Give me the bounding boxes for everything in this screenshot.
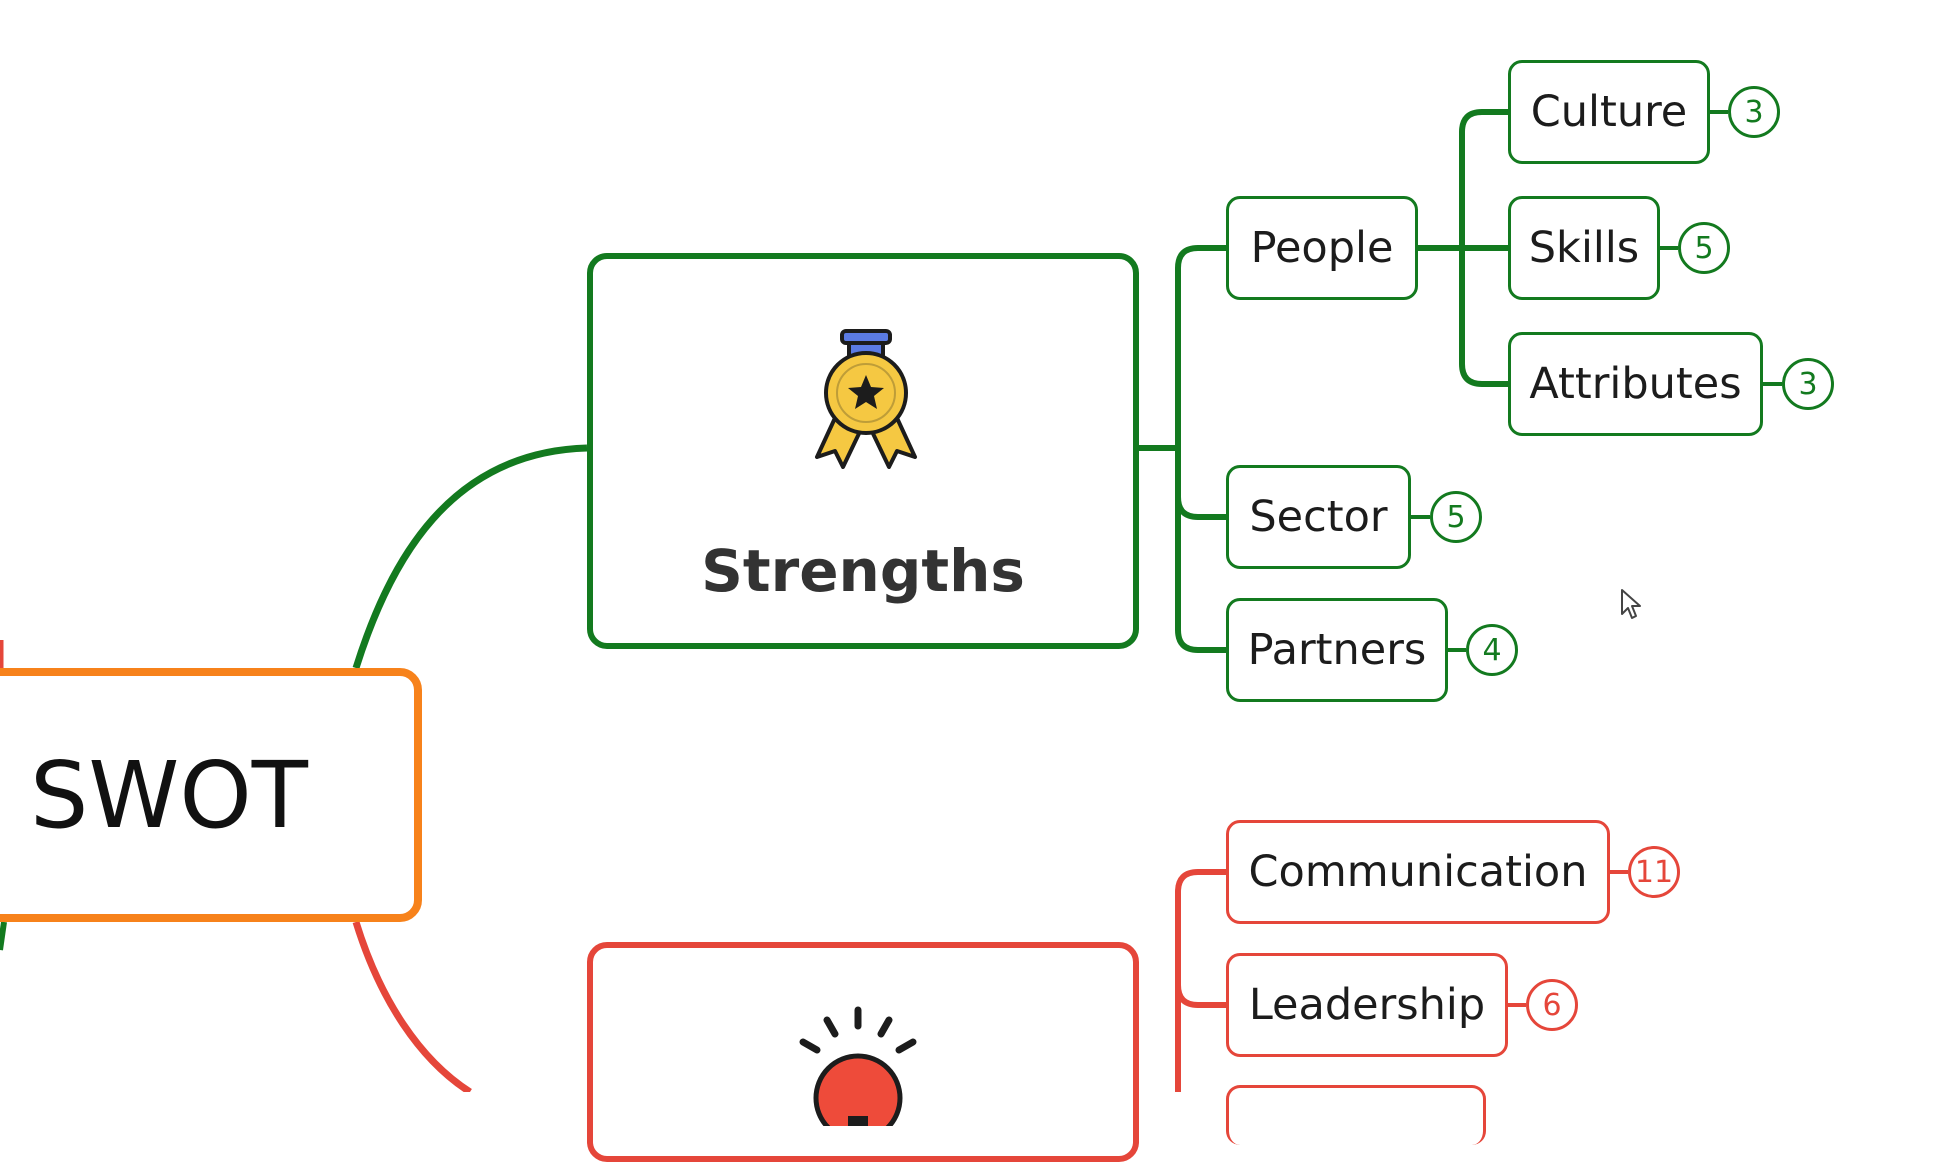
badge-count: 3 bbox=[1744, 94, 1764, 130]
connector-root-edge-bottom bbox=[0, 921, 7, 951]
collapsed-count-badge[interactable]: 4 bbox=[1466, 624, 1518, 676]
badge-count: 3 bbox=[1798, 366, 1818, 402]
mouse-cursor-icon bbox=[1621, 589, 1641, 619]
topic-sector[interactable]: Sector bbox=[1226, 465, 1411, 569]
collapsed-count-badge[interactable]: 3 bbox=[1782, 358, 1834, 410]
award-medal-icon bbox=[815, 329, 917, 469]
topic-label: Sector bbox=[1249, 492, 1388, 542]
topic-label: Leadership bbox=[1248, 980, 1486, 1030]
badge-count: 4 bbox=[1482, 632, 1502, 668]
branch-label-strengths: Strengths bbox=[701, 537, 1025, 605]
badge-count: 6 bbox=[1542, 987, 1562, 1023]
topic-label: Culture bbox=[1530, 87, 1688, 137]
topic-partners[interactable]: Partners bbox=[1226, 598, 1448, 702]
connector-weaknesses-trunk bbox=[1175, 869, 1199, 1092]
branch-node-weaknesses[interactable] bbox=[587, 942, 1139, 1162]
badge-count: 5 bbox=[1446, 499, 1466, 535]
topic-label: People bbox=[1250, 223, 1394, 273]
topic-attributes[interactable]: Attributes bbox=[1508, 332, 1763, 436]
lightbulb-icon bbox=[799, 1006, 917, 1126]
collapsed-count-badge[interactable]: 3 bbox=[1728, 86, 1780, 138]
topic-skills[interactable]: Skills bbox=[1508, 196, 1660, 300]
collapsed-count-badge[interactable]: 6 bbox=[1526, 979, 1578, 1031]
collapsed-count-badge[interactable]: 5 bbox=[1678, 222, 1730, 274]
topic-partial[interactable] bbox=[1226, 1085, 1486, 1145]
topic-label: Attributes bbox=[1529, 359, 1742, 409]
collapsed-count-badge[interactable]: 11 bbox=[1628, 846, 1680, 898]
topic-communication[interactable]: Communication bbox=[1226, 820, 1610, 924]
connector-root-strengths bbox=[352, 444, 588, 670]
topic-leadership[interactable]: Leadership bbox=[1226, 953, 1508, 1057]
connector-strengths-trunk bbox=[1175, 245, 1199, 653]
branch-node-strengths[interactable]: Strengths bbox=[587, 253, 1139, 649]
topic-label: Skills bbox=[1528, 223, 1640, 273]
badge-count: 5 bbox=[1694, 230, 1714, 266]
topic-people[interactable]: People bbox=[1226, 196, 1418, 300]
collapsed-count-badge[interactable]: 5 bbox=[1430, 491, 1482, 543]
connector-root-weaknesses bbox=[352, 920, 472, 1092]
root-node[interactable]: SWOT bbox=[0, 668, 422, 922]
topic-culture[interactable]: Culture bbox=[1508, 60, 1710, 164]
badge-count: 11 bbox=[1634, 854, 1674, 890]
root-label: SWOT bbox=[30, 741, 308, 849]
topic-label: Partners bbox=[1247, 625, 1427, 675]
connector-lines bbox=[0, 109, 1782, 1092]
topic-label: Communication bbox=[1248, 847, 1588, 897]
